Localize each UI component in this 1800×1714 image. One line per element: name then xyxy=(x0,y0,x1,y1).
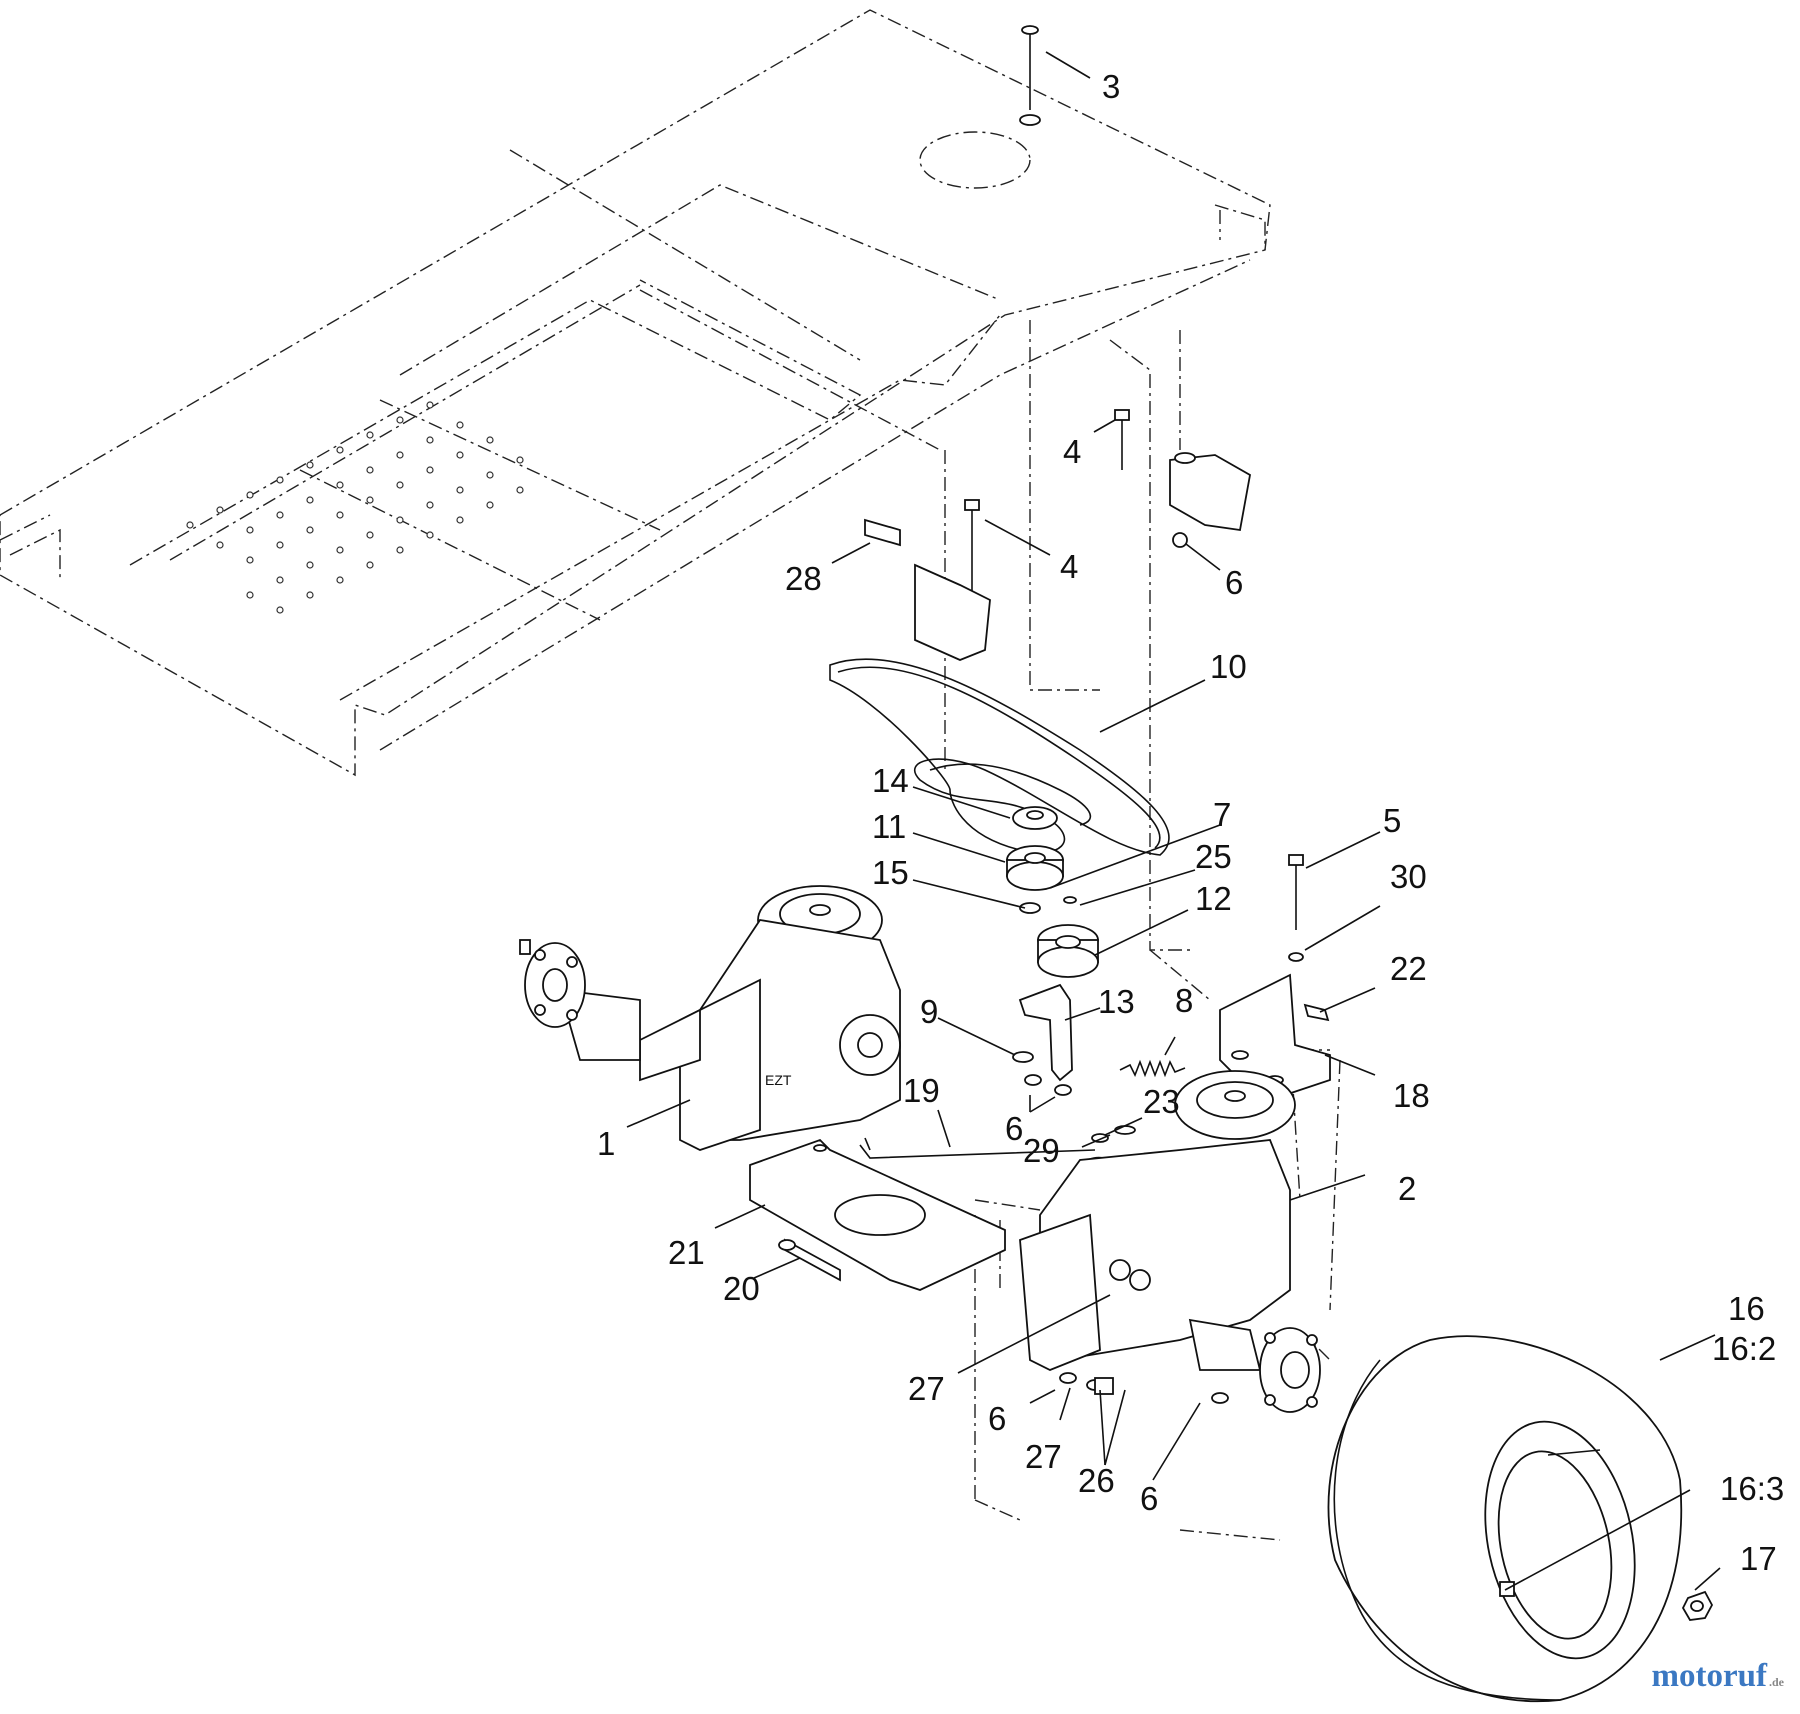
callout-4-upper: 4 xyxy=(1063,433,1081,470)
bracket-part-18 xyxy=(1219,973,1331,1101)
callout-23: 23 xyxy=(1143,1083,1180,1120)
watermark-text: motoruf xyxy=(1651,1658,1767,1694)
callout-13: 13 xyxy=(1098,983,1135,1020)
mower-frame xyxy=(0,9,1271,777)
callout-26: 26 xyxy=(1078,1462,1115,1499)
callout-27-upper: 27 xyxy=(908,1370,945,1407)
bracket-upper-right xyxy=(1169,452,1251,548)
rear-tire xyxy=(1327,1335,1683,1703)
left-transmission: EZT xyxy=(519,885,901,1151)
bolt-part-5 xyxy=(1288,854,1304,962)
callout-10: 10 xyxy=(1210,648,1247,685)
perforation-holes xyxy=(186,401,524,614)
callout-6-lower-right: 6 xyxy=(1140,1480,1158,1517)
lug-nut xyxy=(1681,1590,1714,1621)
pulley-stack xyxy=(1006,806,1099,978)
bolt-part-3 xyxy=(1019,25,1041,126)
mount-plate xyxy=(749,1138,1006,1291)
callout-25: 25 xyxy=(1195,838,1232,875)
bracket-left-28 xyxy=(864,518,991,661)
svg-text:EZT: EZT xyxy=(765,1072,792,1088)
callout-6-lower-left: 6 xyxy=(988,1400,1006,1437)
callout-2: 2 xyxy=(1398,1170,1416,1207)
callout-3: 3 xyxy=(1102,68,1120,105)
callout-28: 28 xyxy=(785,560,822,597)
callout-8: 8 xyxy=(1175,982,1193,1019)
callout-22: 22 xyxy=(1390,950,1427,987)
callout-12: 12 xyxy=(1195,880,1232,917)
callout-16-2: 16:2 xyxy=(1712,1330,1776,1367)
callout-1: 1 xyxy=(597,1125,615,1162)
watermark-suffix: .de xyxy=(1769,1675,1784,1689)
bolt-part-4-upper xyxy=(1114,409,1130,470)
callout-11: 11 xyxy=(872,808,906,845)
callout-21: 21 xyxy=(668,1234,705,1271)
callout-20: 20 xyxy=(723,1270,760,1307)
leader-lines xyxy=(626,51,1721,1591)
callout-30: 30 xyxy=(1390,858,1427,895)
callout-6-mid: 6 xyxy=(1005,1110,1023,1147)
watermark-logo: motoruf.de xyxy=(1652,1658,1784,1695)
tension-spring xyxy=(1119,1059,1186,1078)
callout-18: 18 xyxy=(1393,1077,1430,1114)
callout-labels: 3 4 4 6 28 10 14 7 11 25 5 15 12 30 22 1… xyxy=(597,68,1784,1577)
callout-7: 7 xyxy=(1213,796,1231,833)
callout-15: 15 xyxy=(872,854,909,891)
callout-4-lower: 4 xyxy=(1060,548,1078,585)
callout-19: 19 xyxy=(903,1072,940,1109)
callout-14: 14 xyxy=(872,762,909,799)
callout-5: 5 xyxy=(1383,802,1401,839)
callout-16: 16 xyxy=(1728,1290,1765,1327)
idler-arm xyxy=(1012,983,1073,1096)
callout-17: 17 xyxy=(1740,1540,1777,1577)
callout-27-lower: 27 xyxy=(1025,1438,1062,1475)
callout-29: 29 xyxy=(1023,1132,1060,1169)
callout-6-upper: 6 xyxy=(1225,564,1243,601)
callout-16-3: 16:3 xyxy=(1720,1470,1784,1507)
right-transmission xyxy=(1019,1070,1321,1413)
callout-9: 9 xyxy=(920,993,938,1030)
